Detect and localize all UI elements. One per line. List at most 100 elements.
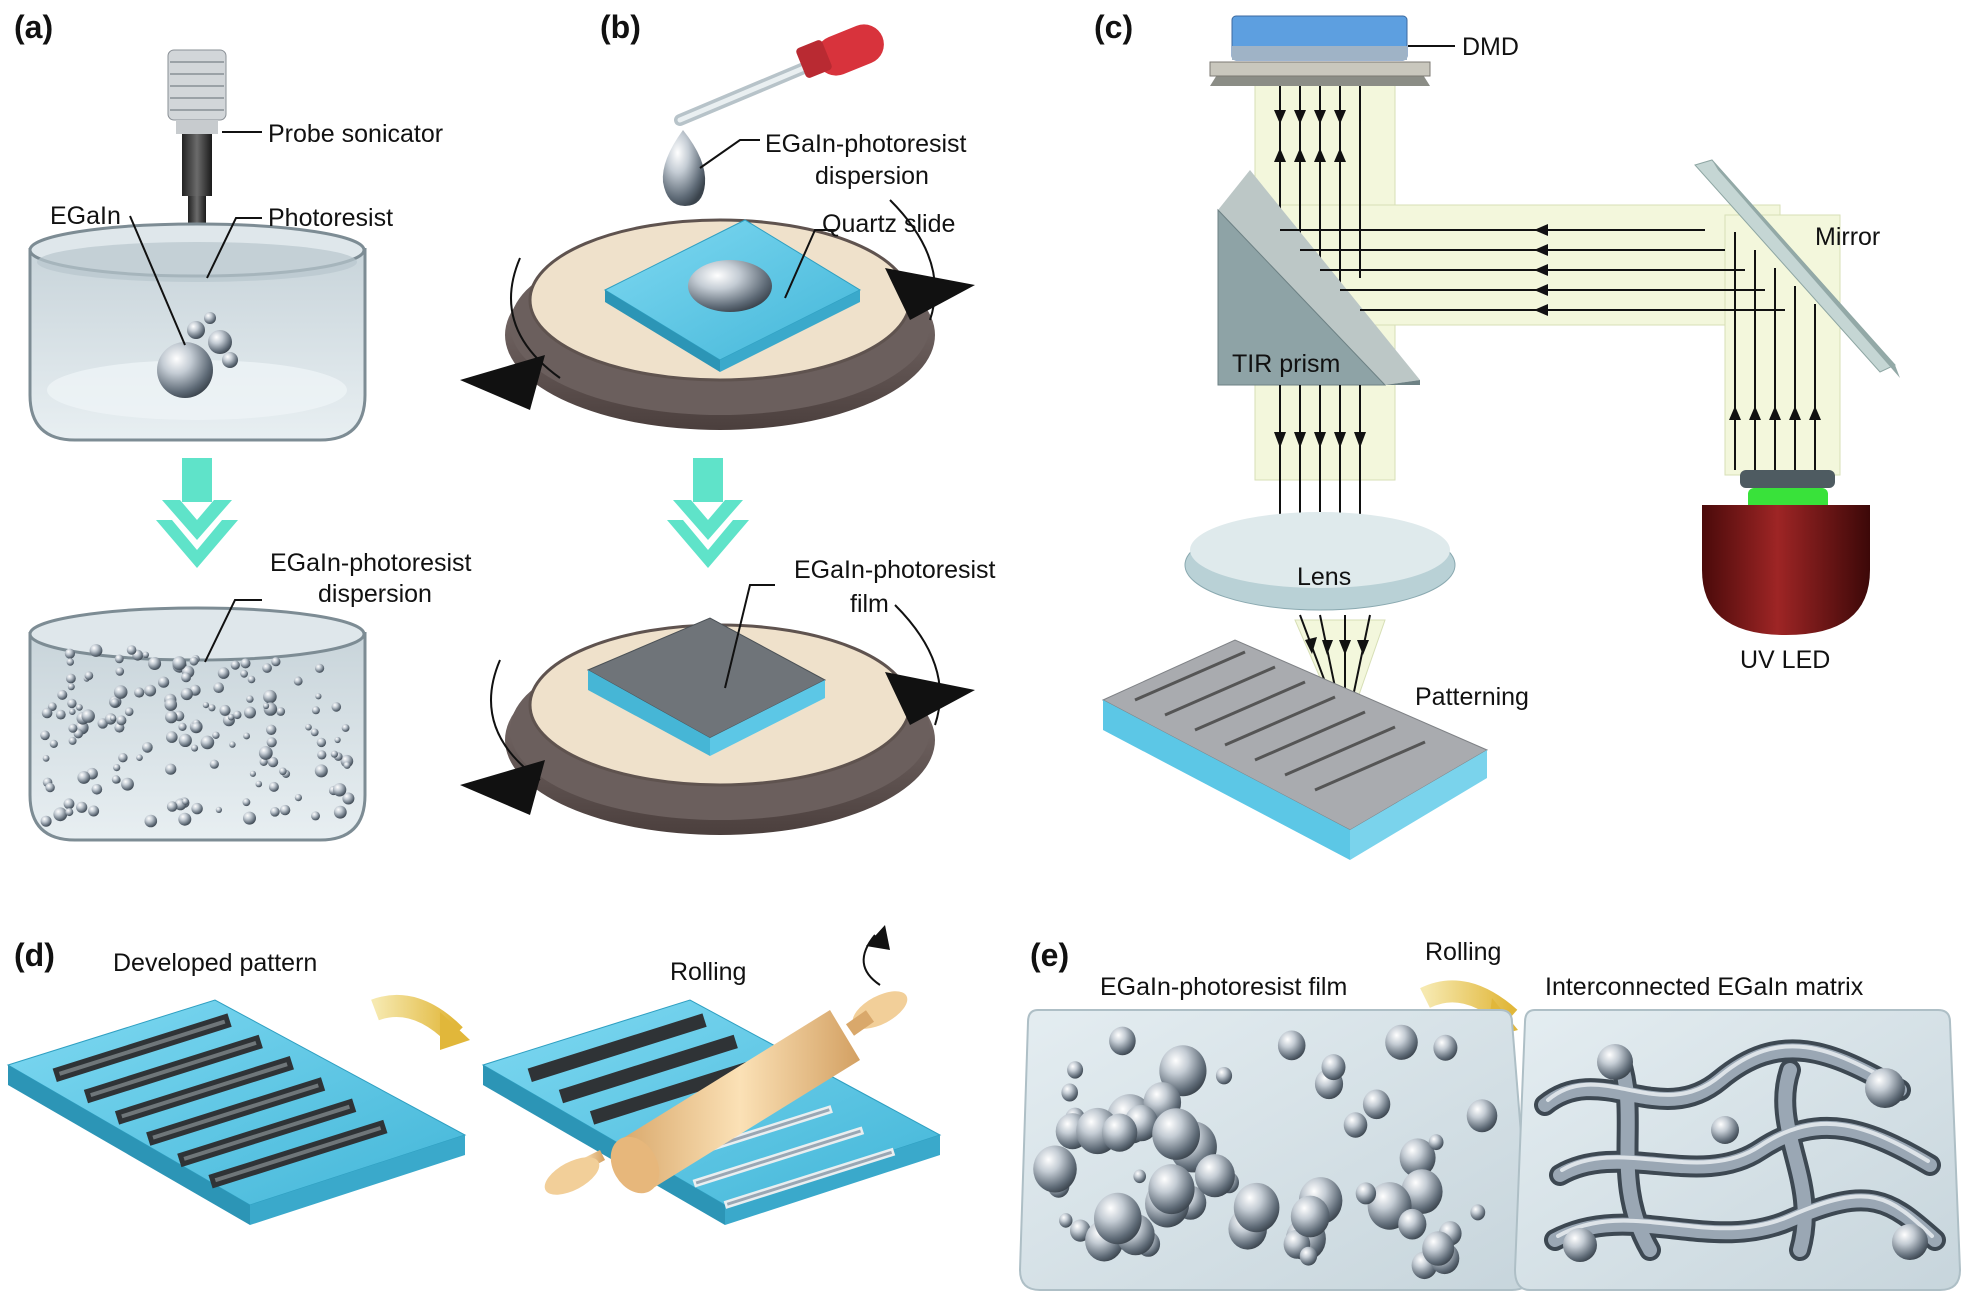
egain-microdroplet: [55, 709, 66, 720]
dmd: [1209, 15, 1431, 86]
egain-microdroplet: [219, 704, 231, 716]
egain-droplet: [1362, 1089, 1391, 1120]
egain-microdroplet: [178, 722, 187, 732]
egain-droplet: [1466, 1099, 1498, 1133]
egain-microdroplet: [315, 693, 322, 700]
tir-label: TIR prism: [1232, 350, 1340, 378]
egain-microdroplet: [263, 702, 270, 710]
egain-microdroplet: [69, 708, 76, 715]
egain-droplet: [1299, 1246, 1318, 1266]
egain-microdroplet: [42, 755, 50, 762]
egain-microdroplet: [113, 685, 128, 699]
film-callout: [724, 584, 775, 689]
spin-arrow-right-bottom: [885, 672, 975, 725]
spin-coater-top: [460, 199, 975, 430]
egain-microdroplet: [191, 802, 203, 815]
matrix-label: Interconnected EGaIn matrix: [1545, 973, 1864, 1001]
egain-microdroplet: [89, 644, 103, 657]
dispersion-puddle: [688, 260, 772, 312]
egain-microdroplet: [182, 798, 189, 805]
egain-droplet: [1109, 1026, 1136, 1056]
film-label-2: film: [850, 590, 889, 618]
egain-microdroplet: [91, 784, 103, 795]
egain-microdroplet: [110, 715, 117, 722]
egain-microdroplet: [311, 706, 320, 715]
photoresist-label: Photoresist: [268, 204, 393, 232]
egain-microdroplet: [249, 770, 256, 777]
egain-microdroplet: [114, 654, 124, 664]
egain-microdroplet: [200, 735, 215, 750]
egain-microdroplet: [227, 713, 235, 721]
egain-droplet: [1061, 1083, 1078, 1102]
matrix-block: [1513, 1009, 1962, 1291]
egain-label: EGaIn: [50, 202, 121, 230]
egain-microdroplet: [208, 704, 216, 712]
egain-droplet: [1343, 1112, 1368, 1138]
egain-microdroplet: [64, 648, 75, 659]
egain-microdroplet: [68, 723, 78, 733]
egain-droplet: [1433, 1034, 1458, 1061]
egain-droplet: [1148, 1164, 1195, 1215]
egain-microdroplet: [212, 731, 220, 739]
egain-microdroplet: [121, 777, 134, 791]
quartz-label: Quartz slide: [822, 210, 955, 238]
rolling-pin: [544, 991, 908, 1195]
egain-microdroplet: [66, 673, 76, 684]
egain-microdroplet: [144, 684, 157, 697]
drop-label-1: EGaIn-photoresist: [765, 130, 967, 158]
developed-label: Developed pattern: [113, 949, 317, 977]
egain-microdroplet: [81, 709, 95, 723]
rays-horizontal: [1280, 224, 1785, 316]
egain-microdroplet: [294, 794, 302, 802]
dmd-label: DMD: [1462, 33, 1519, 61]
egain-microdroplet: [76, 801, 88, 813]
egain-droplet: [1321, 1054, 1346, 1081]
panel-e-tag: (e): [1030, 937, 1069, 973]
egain-microdroplet: [76, 704, 83, 711]
egain-microdroplet: [315, 663, 325, 673]
egain-microdroplet: [53, 807, 68, 822]
egain-microdroplet: [240, 658, 251, 669]
panel-e: (e) EGaIn-photoresist film Rolling Inter…: [1018, 937, 1962, 1291]
egain-microdroplet: [305, 723, 312, 731]
egain-microdroplet: [126, 645, 137, 655]
patterning-substrate: [1101, 639, 1489, 860]
egain-microdroplet: [229, 741, 236, 748]
egain-microdroplet: [118, 753, 128, 763]
egain-microdroplet: [148, 657, 162, 670]
egain-droplet: [1133, 1169, 1146, 1184]
spin-coater-bottom: [460, 604, 975, 835]
egain-microdroplet: [181, 672, 192, 683]
pipette: [662, 24, 884, 206]
process-arrow-a: [156, 458, 238, 568]
spin-arrow-right: [885, 268, 975, 320]
egain-microdroplet: [110, 698, 120, 708]
egain-droplet: [1422, 1231, 1455, 1266]
egain-droplet: [1101, 1113, 1138, 1152]
egain-microdroplet: [215, 806, 222, 814]
egain-microdroplet: [165, 763, 177, 775]
egain-microdroplet: [77, 771, 91, 784]
panel-b-tag: (b): [600, 9, 641, 45]
egain-microdroplet: [68, 736, 77, 745]
egain-microdroplet: [49, 739, 58, 749]
rolled-pattern: [527, 1013, 896, 1209]
rolling-label-d: Rolling: [670, 958, 746, 986]
egain-microdroplet: [331, 702, 342, 712]
egain-microdroplet: [317, 750, 327, 760]
egain-droplet: [1067, 1061, 1084, 1079]
panel-d: (d) Developed pattern Rolling: [6, 925, 942, 1225]
process-arrow-b: [667, 458, 749, 568]
egain-droplet: [1399, 1138, 1436, 1178]
egain-microdroplet: [266, 737, 277, 748]
egain-microdroplet: [63, 798, 75, 810]
beaker-top: [28, 222, 367, 442]
egain-microdroplet: [334, 736, 341, 744]
egain-microdroplet: [136, 754, 143, 761]
spin-arrow-left-bottom: [460, 760, 545, 815]
egain-microdroplet: [270, 807, 280, 817]
quartz-callout: [784, 229, 835, 299]
egain-microdroplet: [263, 689, 277, 704]
developed-substrate: [6, 999, 467, 1225]
egain-droplet: [1290, 1195, 1330, 1238]
